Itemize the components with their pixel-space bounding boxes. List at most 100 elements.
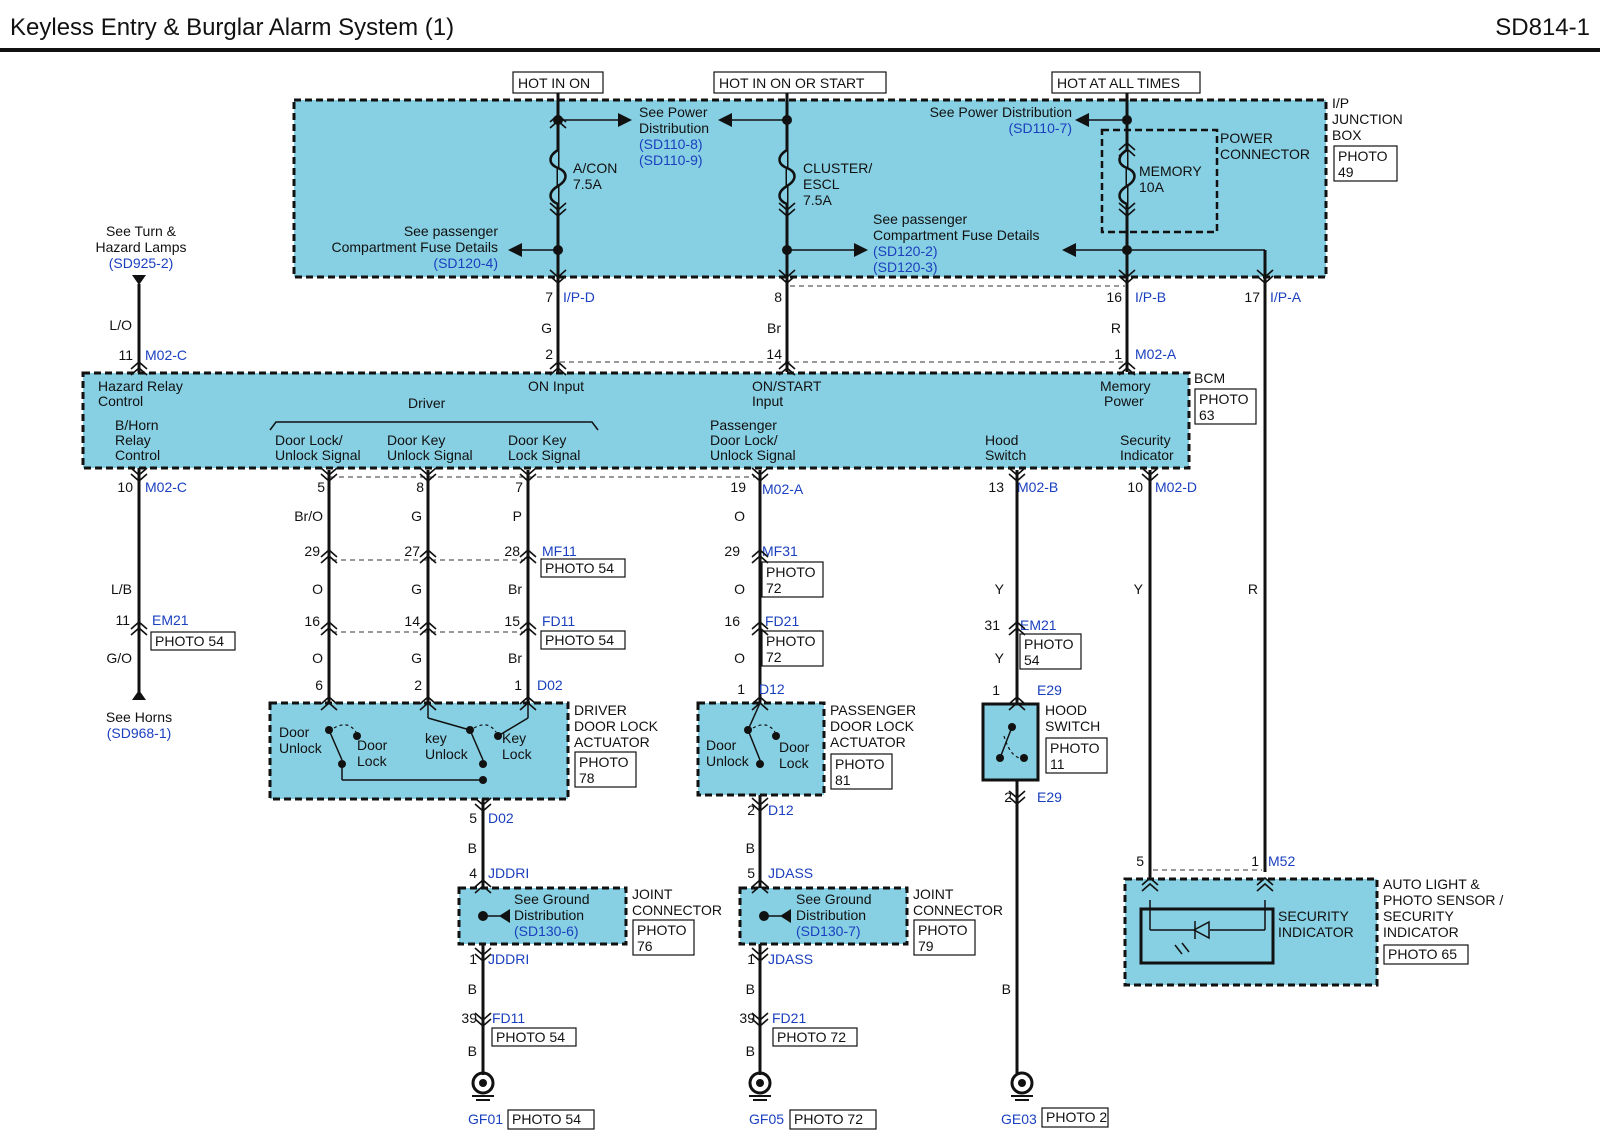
- connector-chevron: [1141, 467, 1159, 483]
- driver-bracket: [269, 421, 599, 431]
- fd-pin-16: 16: [304, 613, 320, 629]
- bcm-horn-2: Relay: [115, 432, 151, 448]
- pas-pin-5: 5: [747, 865, 755, 881]
- wire-color-go: G/O: [106, 650, 132, 666]
- pas-act-photo: PHOTO: [835, 756, 885, 772]
- connector-chevron: [751, 467, 769, 483]
- bcm-dl-1: Door Lock/: [275, 432, 343, 448]
- horn-ref-code: (SD968-1): [107, 725, 172, 741]
- conn-m02a-bottom: M02-A: [762, 481, 804, 497]
- fuse-cluster-amps: 7.5A: [803, 192, 832, 208]
- turn-hazard-arrow: [132, 275, 146, 285]
- fd11-photo-box: [540, 630, 626, 650]
- fd21-num: 72: [766, 649, 782, 665]
- pin-ip-8: 8: [774, 289, 782, 305]
- pas-pin-2: 2: [747, 802, 755, 818]
- hood-pin-2: 2: [1004, 789, 1012, 805]
- wire-color-bro: Br/O: [294, 508, 323, 524]
- pas-wire-b-2: B: [746, 981, 755, 997]
- drv-pin-39: 39: [461, 1010, 477, 1026]
- diagram-title: Keyless Entry & Burglar Alarm System (1): [10, 14, 454, 41]
- pas-fd21-photo-box: [772, 1027, 858, 1047]
- conn-ipb: I/P-B: [1135, 289, 1166, 305]
- power-connector-label-2: CONNECTOR: [1220, 146, 1310, 162]
- connector-chevron: [320, 620, 338, 636]
- bcm-hazard-1: Hazard Relay: [98, 378, 183, 394]
- passenger-door-lock-actuator: [696, 701, 826, 797]
- jr-see-1: See Ground: [796, 891, 872, 907]
- connector-chevron: [1256, 269, 1274, 285]
- drv-key-2: Key: [502, 730, 526, 746]
- mf31-photo-box: [761, 561, 824, 598]
- d02-pin-2: 2: [414, 677, 422, 693]
- connector-chevron: [778, 360, 796, 376]
- connector-chevron: [751, 947, 769, 963]
- pas-door-1: Door: [706, 737, 737, 753]
- pass-fuse-left-1: See passenger: [404, 223, 499, 239]
- connector-chevron: [778, 202, 796, 218]
- jl-see-1: See Ground: [514, 891, 590, 907]
- wire-color-br: Br: [767, 320, 781, 336]
- pin-bcm-19: 19: [730, 479, 746, 495]
- mf31-photo: PHOTO: [766, 564, 816, 580]
- pas-unlock: Unlock: [706, 753, 750, 769]
- hood-wire-b: B: [1002, 981, 1011, 997]
- drv-act-photo-box: [574, 751, 637, 788]
- conn-e29-top: E29: [1037, 682, 1062, 698]
- bcm-horn-3: Control: [115, 447, 160, 463]
- drv-act-num: 78: [579, 770, 595, 786]
- connector-chevron: [519, 548, 537, 564]
- pin-bcm-2: 2: [545, 346, 553, 362]
- svg-text:PHOTO: PHOTO: [1199, 391, 1249, 407]
- fuse-cluster-label-2: ESCL: [803, 176, 840, 192]
- hood-wire-y-2: Y: [995, 650, 1005, 666]
- pas-fd21-photo: PHOTO 72: [777, 1029, 846, 1045]
- fuse-cluster-label: CLUSTER/: [803, 160, 872, 176]
- horn-arrow: [132, 690, 146, 700]
- memory-fuse-box: [1100, 128, 1219, 234]
- pas-door-2: Door: [779, 739, 810, 755]
- power-connector-label: POWER: [1220, 130, 1273, 146]
- horn-ref-1: See Horns: [106, 709, 172, 725]
- bcm-memory-1: Memory: [1100, 378, 1151, 394]
- drv-pin-4: 4: [469, 865, 477, 881]
- drv-unlock-1: Unlock: [279, 740, 323, 756]
- bcm-pass-3: Unlock Signal: [710, 447, 796, 463]
- see-power-dist-1: See Power: [639, 104, 708, 120]
- drv-conn-d02: D02: [488, 810, 514, 826]
- pin-bcm-5: 5: [317, 479, 325, 495]
- drv-wire-b-3: B: [468, 1043, 477, 1059]
- connector-chevron: [474, 878, 492, 894]
- see-power-dist7-ref: (SD110-7): [1008, 120, 1072, 136]
- jl-jc-1: JOINT: [632, 886, 673, 902]
- connector-chevron: [320, 548, 338, 564]
- m52-conn: M52: [1268, 853, 1295, 869]
- wire-color-p: P: [513, 508, 522, 524]
- bcm-dkl-1: Door Key: [508, 432, 566, 448]
- jr-num: 79: [918, 938, 934, 954]
- hood-pin-31: 31: [984, 617, 1000, 633]
- horn-pin: 11: [115, 612, 130, 628]
- bcm-onstart-1: ON/START: [752, 378, 822, 394]
- fuse-acon-label: A/CON: [573, 160, 617, 176]
- wire-color-o-2: O: [312, 650, 323, 666]
- connector-chevron: [751, 695, 769, 711]
- jl-jc-2: CONNECTOR: [632, 902, 722, 918]
- pas-wire-b-3: B: [746, 1043, 755, 1059]
- bcm-pass-2: Door Lock/: [710, 432, 778, 448]
- fd21-photo: PHOTO: [766, 633, 816, 649]
- wire-color-lb: L/B: [111, 581, 132, 597]
- pass-wire-o-3: O: [734, 650, 745, 666]
- auto-photo: PHOTO 65: [1388, 946, 1457, 962]
- d02-pin-1: 1: [514, 677, 522, 693]
- wire-color-g-driver: G: [411, 508, 422, 524]
- connector-chevron: [519, 620, 537, 636]
- conn-ipd: I/P-D: [563, 289, 595, 305]
- pass-pin-16: 16: [724, 613, 740, 629]
- pas-act-photo-box: [830, 753, 893, 790]
- pass-fuse-right-2: Compartment Fuse Details: [873, 227, 1040, 243]
- mf11-photo-box: [540, 558, 626, 578]
- horn-photo: PHOTO 54: [155, 633, 224, 649]
- connector-chevron: [751, 878, 769, 894]
- jl-photo: PHOTO: [637, 922, 687, 938]
